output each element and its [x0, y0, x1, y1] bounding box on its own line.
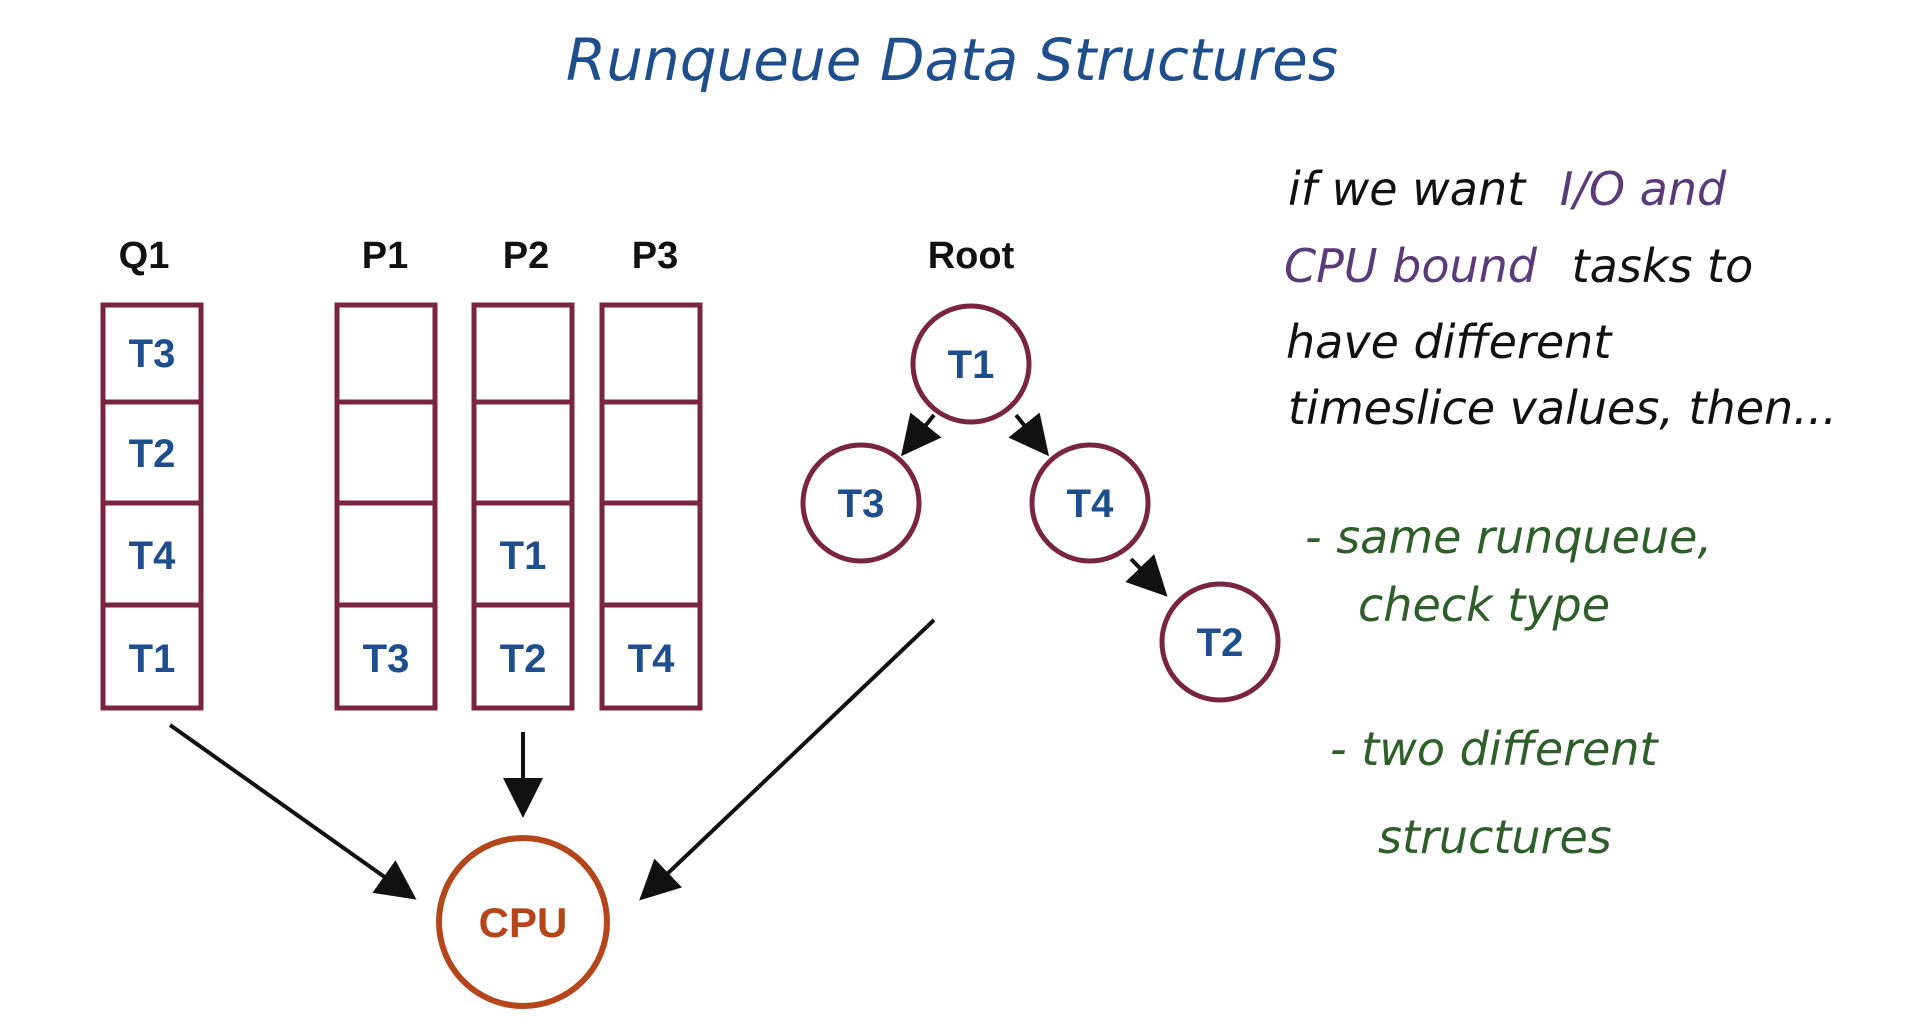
note-line-2-suffix: tasks to	[1572, 239, 1754, 293]
tree-node-root	[910, 303, 1032, 425]
note-bullet-2-line-1: - two different	[1330, 722, 1659, 776]
tree-node-right-text: T4	[1067, 482, 1114, 526]
cpu-label: CPU	[479, 899, 568, 946]
note-line-2: CPU bound tasks to	[1284, 239, 1753, 293]
priority-queue-p3-slot: T4	[628, 637, 675, 681]
tree-node-left-text: T3	[838, 482, 885, 526]
priority-queue-p3: P3 T4	[599, 235, 703, 711]
queue-q1-slot: T4	[129, 534, 176, 578]
notes: if we want I/O and CPU bound tasks to ha…	[1284, 162, 1837, 864]
priority-queue-p1: P1 T3	[334, 235, 438, 711]
tree-root-label: Root	[928, 235, 1015, 277]
note-bullet-2-line-2: structures	[1378, 810, 1612, 864]
tree-node-left	[800, 442, 922, 564]
arrow-q1-to-cpu	[168, 723, 417, 900]
queue-q1-slot: T3	[129, 332, 176, 376]
priority-queue-p2: P2 T1 T2	[471, 235, 575, 711]
page-title: Runqueue Data Structures	[566, 26, 1338, 94]
note-line-4: timeslice values, then...	[1288, 381, 1837, 435]
priority-queue-p2-slot: T1	[500, 534, 547, 578]
note-line-1-highlight: I/O and	[1560, 162, 1727, 216]
tree-edge	[901, 412, 942, 457]
note-line-1: if we want I/O and	[1288, 162, 1727, 216]
queue-q1-label: Q1	[119, 235, 170, 277]
note-line-1-prefix: if we want	[1288, 162, 1527, 216]
priority-queue-p2-slot: T2	[500, 637, 547, 681]
note-line-2-highlight: CPU bound	[1284, 239, 1538, 293]
tree-node-right	[1029, 442, 1151, 564]
task-tree: Root T1 T3 T4 T2	[800, 235, 1281, 703]
tree-edge	[1125, 554, 1168, 597]
tree-edge	[1008, 412, 1049, 457]
queue-q1-slot: T2	[129, 432, 176, 476]
note-line-3: have different	[1286, 315, 1613, 369]
tree-node-right-child	[1159, 581, 1281, 703]
priority-queue-p3-label: P3	[632, 235, 678, 277]
tree-node-right-child-text: T2	[1197, 621, 1244, 665]
priority-queue-p1-label: P1	[362, 235, 408, 277]
arrow-tree-to-cpu	[639, 618, 936, 901]
priority-queue-p2-label: P2	[503, 235, 549, 277]
tree-node-root-text: T1	[948, 343, 995, 387]
queue-q1-slot: T1	[129, 637, 176, 681]
queue-q1: Q1 T3 T2 T4 T1	[100, 235, 204, 711]
cpu-node: CPU	[436, 835, 610, 1009]
note-bullet-1-line-1: - same runqueue,	[1305, 510, 1712, 564]
note-bullet-1-line-2: check type	[1358, 578, 1610, 632]
priority-queue-p1-slot: T3	[363, 637, 410, 681]
